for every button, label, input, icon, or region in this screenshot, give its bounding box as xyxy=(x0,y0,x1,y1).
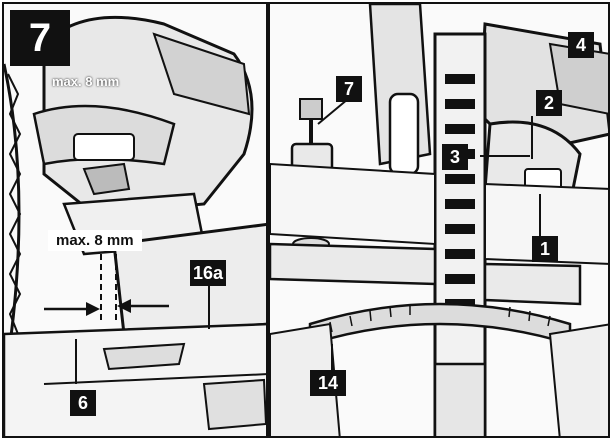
fence-right xyxy=(484,182,608,265)
trigger-switch xyxy=(82,162,131,196)
left-panel-illustration xyxy=(4,15,266,436)
callout-16a: 16a xyxy=(190,260,226,286)
arrow-right-head xyxy=(117,299,131,313)
motor-cap xyxy=(152,32,251,116)
measurement-label: max. 8 mm xyxy=(48,230,142,251)
turntable-handle xyxy=(433,362,487,436)
handle-switch-block xyxy=(73,133,135,161)
callout-6: 6 xyxy=(70,390,96,416)
callout-4: 4 xyxy=(568,32,594,58)
callout-7-leader xyxy=(317,98,349,125)
callout-3: 3 xyxy=(442,144,468,170)
base-right xyxy=(548,323,608,436)
callout-2: 2 xyxy=(536,90,562,116)
callout-14: 14 xyxy=(310,370,346,396)
step-number-badge: 7 xyxy=(10,10,70,66)
table-front-left xyxy=(270,242,437,286)
left-detail-panel: 7 max. 8 mm max. 8 mm 16a 6 xyxy=(2,2,268,438)
right-overview-panel: 7 4 2 3 1 14 xyxy=(268,2,610,438)
measurement-label-ghost: max. 8 mm xyxy=(52,74,120,89)
fence-left xyxy=(270,162,436,246)
clamp-knob xyxy=(299,98,323,120)
table-front-right xyxy=(483,262,582,306)
callout-7: 7 xyxy=(336,76,362,102)
table-bracket xyxy=(202,378,266,431)
right-panel-illustration xyxy=(270,4,608,436)
arrow-left-head xyxy=(86,302,100,316)
saw-blade-teeth xyxy=(7,73,22,355)
bevel-insert xyxy=(102,342,186,371)
table-edge xyxy=(43,373,266,385)
arm-slot xyxy=(388,92,420,176)
callout-1: 1 xyxy=(532,236,558,262)
base-left xyxy=(270,322,341,436)
